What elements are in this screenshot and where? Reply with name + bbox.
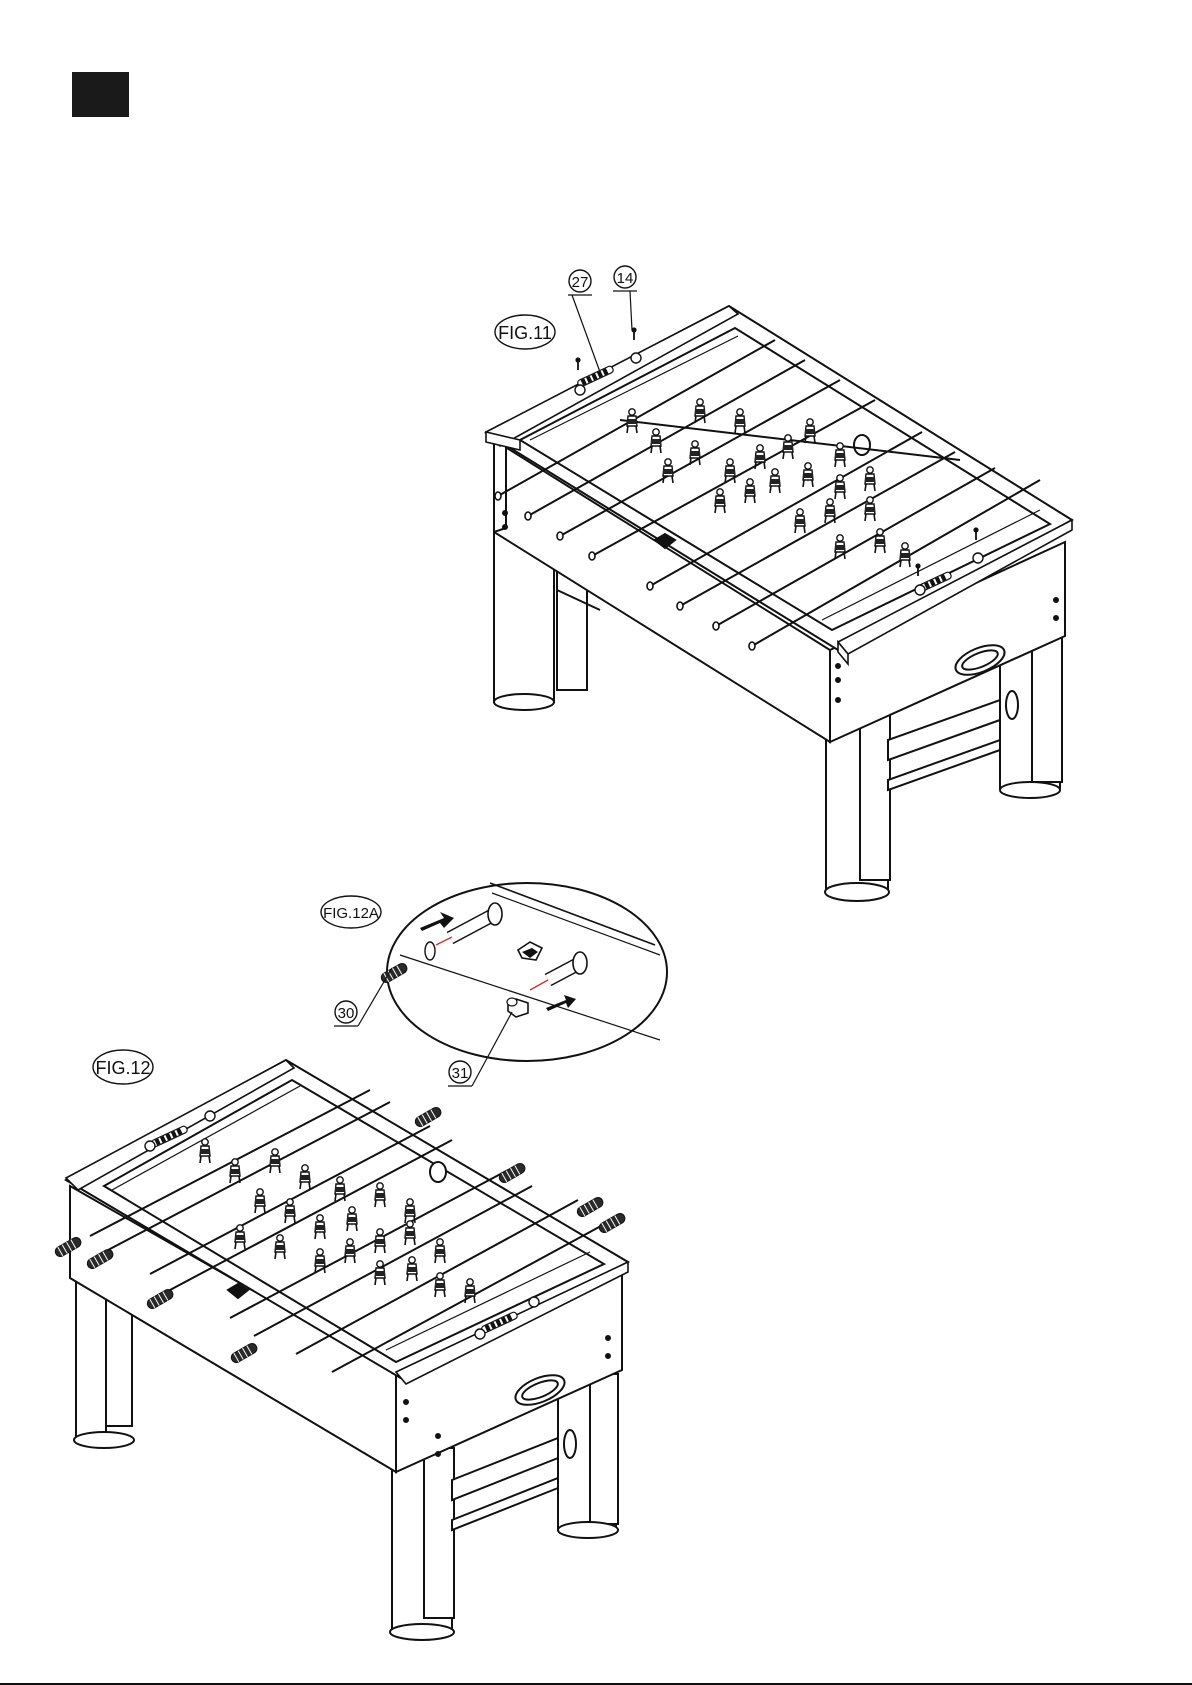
svg-text:FIG.11: FIG.11 [498, 323, 552, 343]
fig11-label: FIG.11 [495, 315, 555, 349]
fig12-label: FIG.12 [93, 1050, 153, 1084]
callout-14: 14 [613, 266, 637, 330]
svg-text:30: 30 [338, 1005, 355, 1022]
fig12a-label: FIG.12A [321, 896, 381, 928]
fig12a-detail [380, 883, 668, 1061]
svg-text:FIG.12: FIG.12 [95, 1058, 150, 1078]
svg-text:14: 14 [617, 270, 634, 287]
svg-text:FIG.12A: FIG.12A [323, 905, 379, 922]
callout-27: 27 [568, 270, 600, 372]
svg-text:31: 31 [452, 1065, 469, 1082]
fig11-table [486, 306, 1072, 901]
svg-text:27: 27 [572, 274, 589, 291]
